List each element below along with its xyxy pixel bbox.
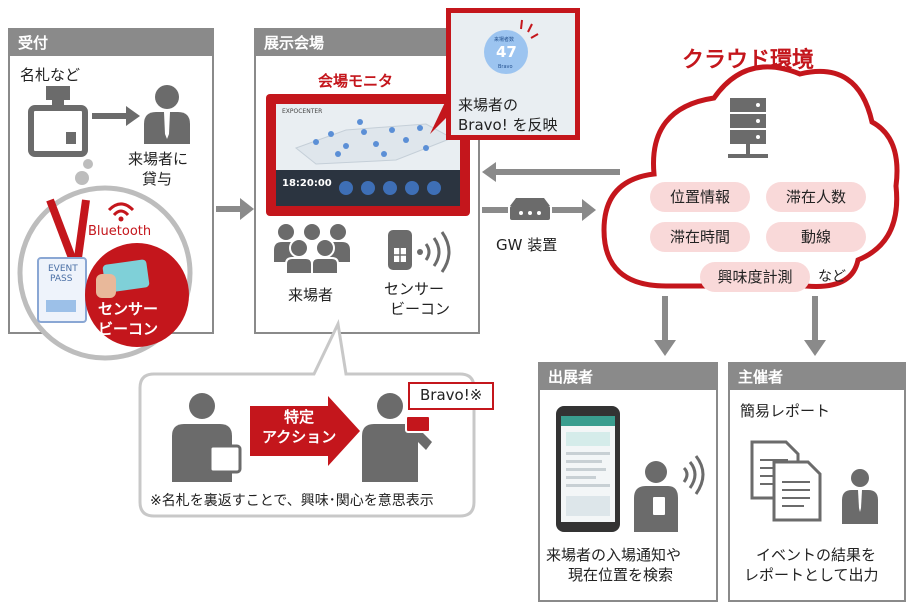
lend-line1: 来場者に: [128, 150, 189, 168]
report-documents-icon: [750, 440, 822, 522]
gateway-label: GW 装置: [496, 236, 558, 254]
monitor-screen-label: EXPOCENTER: [282, 108, 323, 115]
visitors-label: 来場者: [288, 286, 334, 304]
sensor-line2: ビーコン: [390, 300, 451, 318]
bluetooth-label: Bluetooth: [88, 224, 152, 239]
organizer-person-icon: [842, 469, 878, 524]
visitor-person-icon: [144, 85, 190, 144]
server-icon: [728, 98, 768, 158]
connector-dots: [75, 159, 93, 185]
bravo-small-bottom: Bravo: [498, 64, 513, 70]
cloud-suffix: など: [818, 269, 846, 285]
organizer-caption-line2: レポートとして出力: [744, 566, 879, 584]
beacon-line1: センサー: [98, 300, 159, 318]
reception-to-venue-arrow: [216, 198, 254, 220]
bravo-popup: [446, 8, 580, 140]
lend-line2: 貸与: [142, 170, 173, 188]
reception-item-label: 名札など: [20, 66, 81, 84]
person-with-tag-icon: [172, 393, 242, 482]
cloud-item-interest: 興味度計測: [700, 262, 810, 292]
bravo-bubble-text: Bravo!※: [420, 386, 483, 404]
reception-title: 受付: [10, 30, 212, 56]
smartphone-icon: [556, 406, 620, 532]
popup-pointer: [430, 96, 448, 134]
cloud-title: クラウド環境: [682, 48, 815, 73]
exhibitor-person-icon: [634, 455, 705, 532]
action-line1: 特定: [284, 408, 315, 426]
venue-title: 展示会場: [256, 30, 478, 56]
cloud-to-organizer-arrow: [804, 296, 826, 356]
beacon-circle: [85, 243, 189, 347]
monitor-title: 会場モニタ: [318, 72, 394, 90]
visitors-group-icon: [274, 224, 350, 275]
bravo-count-badge: [484, 19, 539, 74]
gateway-icon: [510, 198, 550, 220]
exhibitor-title: 出展者: [540, 364, 716, 390]
monitor-clock: 18:20:00: [282, 178, 332, 189]
cloud-item-location: 位置情報: [650, 182, 750, 212]
cloud-item-flow: 動線: [766, 222, 866, 252]
report-label: 簡易レポート: [740, 402, 831, 420]
sensor-beacon-icon: [388, 230, 451, 273]
cloud-to-venue-arrow: [482, 162, 620, 182]
beacon-line2: ビーコン: [98, 320, 159, 338]
exhibitor-caption-line2: 現在位置を検索: [568, 566, 674, 584]
wireless-signal-icon: [107, 202, 135, 222]
name-tag-icon: [28, 86, 88, 157]
cloud-shape: [601, 64, 900, 289]
cloud-to-exhibitor-arrow: [654, 296, 676, 356]
event-pass-line1: EVENT: [48, 264, 78, 274]
monitor-map: [276, 104, 460, 206]
sensor-line1: センサー: [384, 280, 445, 298]
person-raising-tag-icon: [362, 393, 432, 482]
lend-arrow: [92, 106, 140, 126]
organizer-title: 主催者: [730, 364, 904, 390]
bravo-line1: 来場者の: [458, 96, 519, 114]
monitor-screen: EXPOCENTER 18:20:00: [276, 104, 460, 206]
action-line2: アクション: [262, 428, 337, 446]
bravo-small-top: 来場者数: [494, 37, 515, 43]
cloud-item-duration: 滞在時間: [650, 222, 750, 252]
bravo-bubble: [408, 382, 494, 410]
event-pass-line2: PASS: [50, 274, 73, 284]
bravo-line2: Bravo! を反映: [458, 116, 558, 134]
action-note: ※名札を裏返すことで、興味･関心を意思表示: [150, 493, 434, 509]
venue-to-gw-arrow: [482, 207, 508, 213]
organizer-caption-line1: イベントの結果を: [756, 546, 877, 564]
action-arrow: [250, 396, 360, 466]
exhibitor-caption-line1: 来場者の入場通知や: [546, 546, 682, 564]
cloud-item-occupancy: 滞在人数: [766, 182, 866, 212]
bravo-count: 47: [496, 43, 517, 61]
organizer-panel: 主催者: [728, 362, 906, 602]
gw-to-cloud-arrow: [552, 199, 596, 221]
